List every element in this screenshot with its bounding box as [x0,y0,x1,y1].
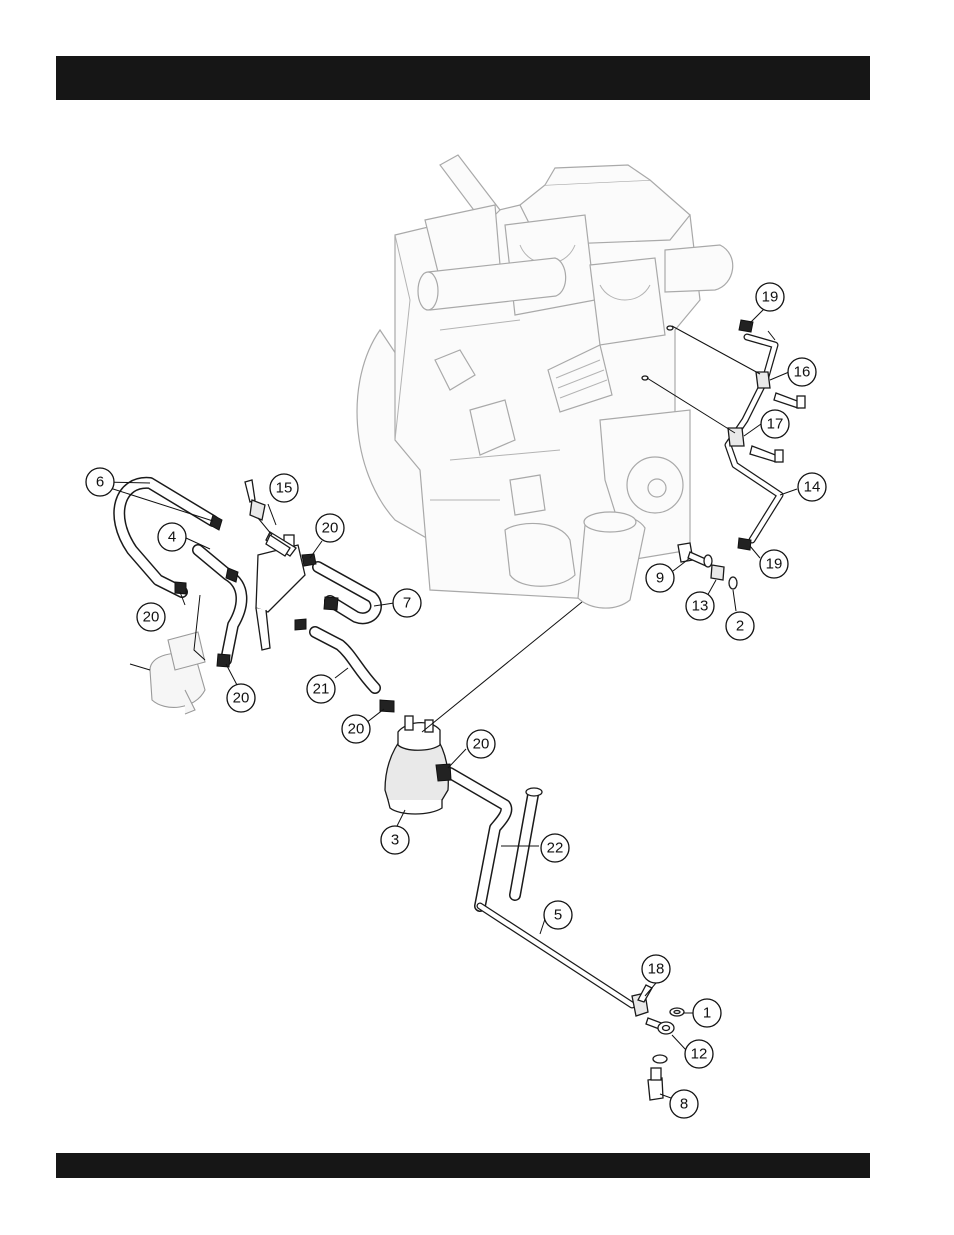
tube-22 [515,788,542,895]
callout-22: 22 [541,834,569,862]
callout-16: 16 [788,358,816,386]
svg-text:12: 12 [691,1046,708,1063]
callout-18: 18 [642,955,670,983]
washer-1 [670,1008,684,1016]
svg-text:14: 14 [804,479,821,496]
callout-20-filter-left: 20 [342,715,370,743]
callout-15: 15 [270,474,298,502]
washer-13 [704,555,724,580]
svg-text:15: 15 [276,480,293,497]
svg-text:18: 18 [648,961,665,978]
svg-text:13: 13 [692,598,709,615]
callout-6: 6 [86,468,114,496]
bolt-8 [648,1068,663,1100]
svg-text:19: 19 [766,556,783,573]
callout-20-left: 20 [137,603,165,631]
callout-19-top: 19 [756,283,784,311]
hose-4 [198,550,241,660]
svg-text:7: 7 [403,595,411,612]
callout-1: 1 [693,999,721,1027]
callout-17: 17 [761,410,789,438]
washer-small [653,1055,667,1063]
callout-2: 2 [726,612,754,640]
engine-illustration [357,155,733,608]
svg-text:22: 22 [547,840,564,857]
svg-text:16: 16 [794,364,811,381]
callout-13: 13 [686,592,714,620]
svg-text:3: 3 [391,832,399,849]
callout-21: 21 [307,675,335,703]
svg-text:4: 4 [168,529,176,546]
callout-20-upper: 20 [316,514,344,542]
callout-14: 14 [798,473,826,501]
callout-9: 9 [646,564,674,592]
svg-text:21: 21 [313,681,330,698]
svg-text:6: 6 [96,474,104,491]
elbow-fitting-18 [632,985,652,1016]
callout-4: 4 [158,523,186,551]
svg-text:20: 20 [143,609,160,626]
washer-2 [729,577,737,589]
svg-text:20: 20 [473,736,490,753]
svg-text:9: 9 [656,570,664,587]
svg-text:17: 17 [767,416,784,433]
svg-text:20: 20 [348,721,365,738]
svg-text:2: 2 [736,618,744,635]
svg-text:8: 8 [680,1096,688,1113]
callout-20-pump: 20 [227,684,255,712]
svg-text:20: 20 [322,520,339,537]
callout-5: 5 [544,901,572,929]
callout-19-bottom: 19 [760,550,788,578]
callout-20-filter-right: 20 [467,730,495,758]
callout-7: 7 [393,589,421,617]
svg-text:20: 20 [233,690,250,707]
svg-text:1: 1 [703,1005,711,1022]
hose-from-filter [450,773,506,906]
banjo-fitting-12 [646,1018,674,1034]
svg-text:19: 19 [762,289,779,306]
callout-8: 8 [670,1090,698,1118]
svg-text:5: 5 [554,907,562,924]
hose-7 [318,567,376,618]
callout-12: 12 [685,1040,713,1068]
callout-3: 3 [381,826,409,854]
